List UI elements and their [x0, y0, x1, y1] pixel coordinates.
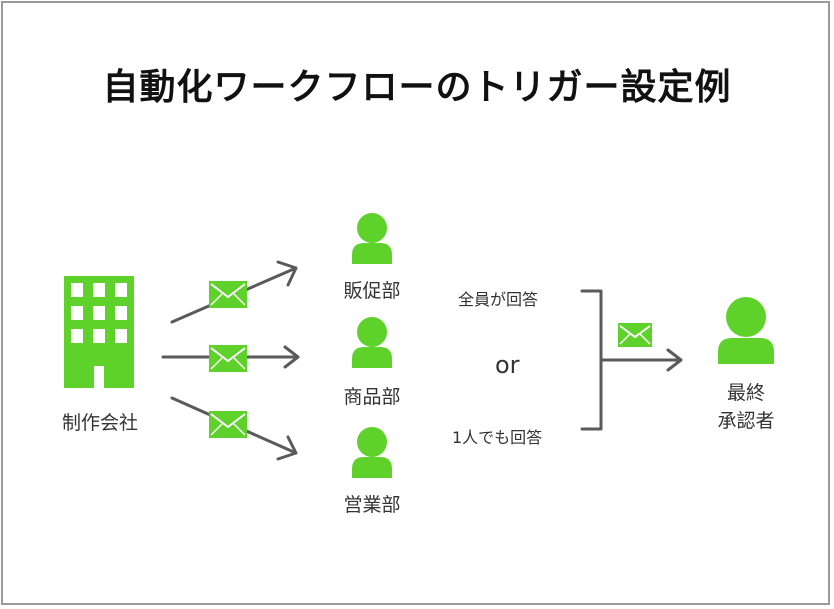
source-label: 制作会社 — [61, 412, 138, 434]
arrow-to-approver — [599, 348, 683, 372]
condition-or: or — [495, 351, 520, 379]
building-icon — [64, 276, 134, 388]
approver-label-line1: 最終 — [726, 382, 765, 404]
envelope-icon — [209, 345, 247, 372]
person-icon — [352, 427, 392, 478]
department-label-product: 商品部 — [343, 386, 401, 408]
department-label-promotion: 販促部 — [343, 280, 401, 302]
person-icon — [352, 317, 392, 368]
diagram-title: 自動化ワークフローのトリガー設定例 — [102, 67, 732, 108]
person-icon — [718, 297, 774, 364]
envelope-icon — [209, 281, 247, 308]
approver-label-line2: 承認者 — [717, 410, 775, 432]
envelope-icon — [618, 323, 652, 347]
condition-all-answered: 全員が回答 — [458, 290, 539, 309]
person-icon — [352, 213, 392, 264]
department-label-sales: 営業部 — [343, 494, 401, 516]
condition-one-answered: 1人でも回答 — [452, 428, 543, 447]
envelope-icon — [209, 411, 247, 438]
condition-bracket — [580, 289, 603, 431]
